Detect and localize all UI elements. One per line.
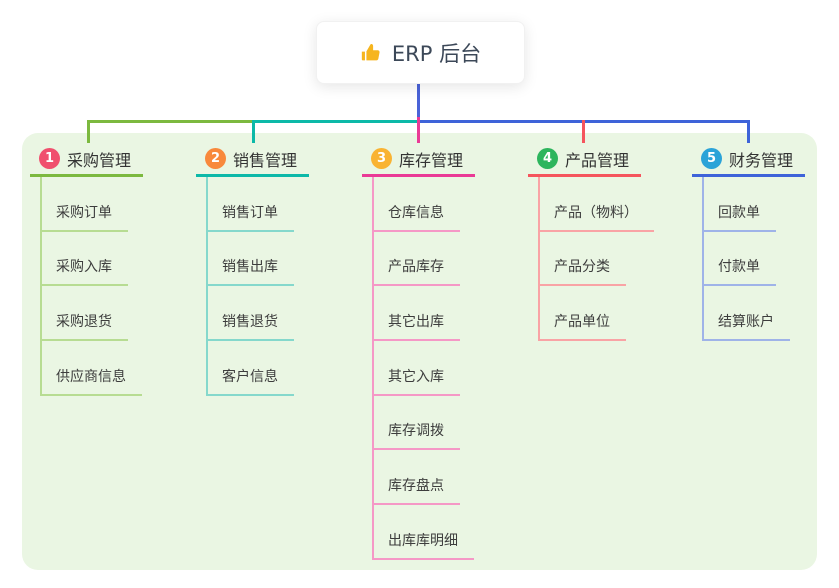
branch: 5 财务管理 回款单付款单结算账户 xyxy=(692,143,805,342)
branch-children: 回款单付款单结算账户 xyxy=(702,177,805,342)
connector-drop-line xyxy=(417,117,420,143)
child-node[interactable]: 产品（物料） xyxy=(538,177,654,232)
root-label: ERP 后台 xyxy=(391,41,482,66)
branch: 3 库存管理 仓库信息产品库存其它出库其它入库库存调拨库存盘点出库库明细 xyxy=(362,143,475,560)
child-node[interactable]: 产品分类 xyxy=(538,231,626,287)
branch-node[interactable]: 5 财务管理 xyxy=(692,143,805,177)
child-label: 供应商信息 xyxy=(56,368,126,385)
branch: 2 销售管理 销售订单销售出库销售退货客户信息 xyxy=(196,143,309,396)
connector-horizontal-line xyxy=(253,120,419,123)
child-label: 销售退货 xyxy=(222,314,278,331)
child-node[interactable]: 产品单位 xyxy=(538,286,626,342)
child-label: 出库库明细 xyxy=(388,532,458,549)
child-node[interactable]: 库存盘点 xyxy=(372,450,460,506)
branch: 4 产品管理 产品（物料） 产品分类产品单位 xyxy=(528,143,654,342)
branch-number-badge: 2 xyxy=(205,148,226,169)
connector-drop-line xyxy=(87,120,90,143)
child-node[interactable]: 供应商信息 xyxy=(40,341,142,396)
branch-label: 销售管理 xyxy=(233,150,298,170)
connector-drop-line xyxy=(582,120,585,143)
branch-children: 销售订单销售出库销售退货客户信息 xyxy=(206,177,309,396)
child-label: 产品单位 xyxy=(554,314,610,331)
root-node[interactable]: ERP 后台 xyxy=(316,21,525,84)
connector-drop-line xyxy=(747,120,750,143)
mindmap-panel xyxy=(22,133,817,570)
connector-drop-line xyxy=(252,120,255,143)
child-node[interactable]: 结算账户 xyxy=(702,286,790,342)
branch-label: 产品管理 xyxy=(565,150,630,170)
branch-number-badge: 3 xyxy=(371,148,392,169)
child-label: 其它入库 xyxy=(388,368,444,385)
branch-label: 库存管理 xyxy=(399,150,464,170)
child-label: 仓库信息 xyxy=(388,204,444,221)
child-node[interactable]: 销售退货 xyxy=(206,286,294,342)
branch-node[interactable]: 1 采购管理 xyxy=(30,143,143,177)
branch-children: 仓库信息产品库存其它出库其它入库库存调拨库存盘点出库库明细 xyxy=(372,177,475,560)
child-node[interactable]: 采购入库 xyxy=(40,231,128,287)
child-label: 库存盘点 xyxy=(388,478,444,495)
child-label: 产品库存 xyxy=(388,259,444,276)
child-node[interactable]: 客户信息 xyxy=(206,341,294,396)
child-label: 产品（物料） xyxy=(554,204,638,221)
child-label: 采购入库 xyxy=(56,259,112,276)
child-label: 回款单 xyxy=(718,204,760,221)
child-label: 客户信息 xyxy=(222,368,278,385)
child-node[interactable]: 仓库信息 xyxy=(372,177,460,232)
child-node[interactable]: 采购退货 xyxy=(40,286,128,342)
child-node[interactable]: 出库库明细 xyxy=(372,505,474,560)
child-node[interactable]: 回款单 xyxy=(702,177,776,232)
child-node[interactable]: 销售出库 xyxy=(206,231,294,287)
branch-node[interactable]: 4 产品管理 xyxy=(528,143,641,177)
child-label: 产品分类 xyxy=(554,259,610,276)
child-node[interactable]: 库存调拨 xyxy=(372,395,460,451)
branch-children: 产品（物料） 产品分类产品单位 xyxy=(538,177,654,342)
child-label: 采购订单 xyxy=(56,204,112,221)
branch-node[interactable]: 2 销售管理 xyxy=(196,143,309,177)
child-node[interactable]: 产品库存 xyxy=(372,231,460,287)
child-node[interactable]: 其它出库 xyxy=(372,286,460,342)
thumbs-up-icon xyxy=(360,42,382,64)
child-label: 采购退货 xyxy=(56,314,112,331)
branch-number-badge: 4 xyxy=(537,148,558,169)
branch-label: 财务管理 xyxy=(729,150,794,170)
branch-node[interactable]: 3 库存管理 xyxy=(362,143,475,177)
child-label: 付款单 xyxy=(718,259,760,276)
child-label: 其它出库 xyxy=(388,314,444,331)
child-node[interactable]: 销售订单 xyxy=(206,177,294,232)
child-node[interactable]: 其它入库 xyxy=(372,341,460,396)
child-node[interactable]: 采购订单 xyxy=(40,177,128,232)
root-connector-line xyxy=(417,81,420,123)
connector-horizontal-line xyxy=(87,120,253,123)
branch: 1 采购管理 采购订单采购入库采购退货供应商信息 xyxy=(30,143,143,396)
child-label: 销售订单 xyxy=(222,204,278,221)
branch-label: 采购管理 xyxy=(67,150,132,170)
branch-number-badge: 1 xyxy=(39,148,60,169)
child-label: 库存调拨 xyxy=(388,423,444,440)
child-label: 销售出库 xyxy=(222,259,278,276)
branch-number-badge: 5 xyxy=(701,148,722,169)
child-label: 结算账户 xyxy=(718,314,774,331)
branch-children: 采购订单采购入库采购退货供应商信息 xyxy=(40,177,143,396)
child-node[interactable]: 付款单 xyxy=(702,231,776,287)
